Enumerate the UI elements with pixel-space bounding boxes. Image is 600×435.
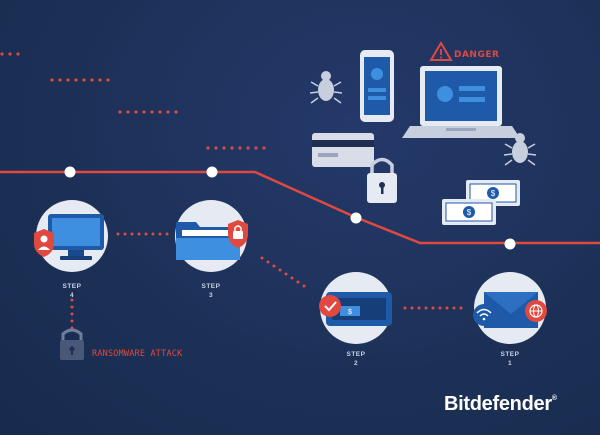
- monitor-icon: [48, 214, 104, 260]
- brand-logo: Bitdefender®: [444, 393, 557, 416]
- step-4-label: STEP 4: [52, 282, 92, 300]
- step-4-node: [34, 200, 108, 272]
- smartphone-icon: [360, 50, 394, 122]
- timeline-nodes: [64, 166, 516, 250]
- brand-mark: ®: [551, 395, 557, 402]
- danger-label: DANGER: [454, 50, 500, 60]
- folder-icon: [176, 222, 240, 260]
- threat-cluster: $ $: [309, 41, 537, 225]
- wallet-icon: $: [326, 292, 392, 326]
- step-1-word: STEP: [500, 351, 520, 358]
- warning-icon: [429, 41, 453, 61]
- wifi-icon: [473, 304, 495, 326]
- step-1-node: [473, 272, 547, 344]
- step-3-number: 3: [208, 292, 214, 299]
- credit-card-icon: [312, 133, 374, 167]
- step-1-label: STEP 1: [490, 350, 530, 368]
- laptop-icon: [402, 66, 520, 138]
- lock-badge-icon: [228, 220, 248, 248]
- ransomware-padlock-icon: [60, 328, 84, 360]
- step-4-word: STEP: [62, 283, 82, 290]
- user-badge-icon: [34, 229, 54, 257]
- svg-text:$: $: [467, 208, 472, 217]
- decorative-dots: [0, 52, 266, 150]
- step-3-word: STEP: [201, 283, 221, 290]
- check-badge-icon: [319, 295, 341, 317]
- bug-icon: [503, 133, 537, 166]
- ransomware-attack-label: RANSOMWARE ATTACK: [92, 349, 183, 359]
- step-3-label: STEP 3: [191, 282, 231, 300]
- step-2-label: STEP 2: [336, 350, 376, 368]
- step-4-number: 4: [69, 292, 75, 299]
- brand-name: Bitdefender: [444, 393, 552, 415]
- step-3-node: [175, 200, 248, 272]
- globe-icon: [525, 300, 547, 322]
- step-2-word: STEP: [346, 351, 366, 358]
- bug-icon: [309, 71, 343, 104]
- step-2-node: $: [319, 272, 392, 344]
- step-1-number: 1: [507, 360, 513, 367]
- step-connectors: [70, 232, 463, 330]
- cash-icon: $ $: [442, 180, 520, 225]
- padlock-icon: [367, 157, 397, 203]
- svg-text:$: $: [491, 189, 496, 198]
- step-2-number: 2: [353, 360, 359, 367]
- svg-text:$: $: [348, 309, 352, 316]
